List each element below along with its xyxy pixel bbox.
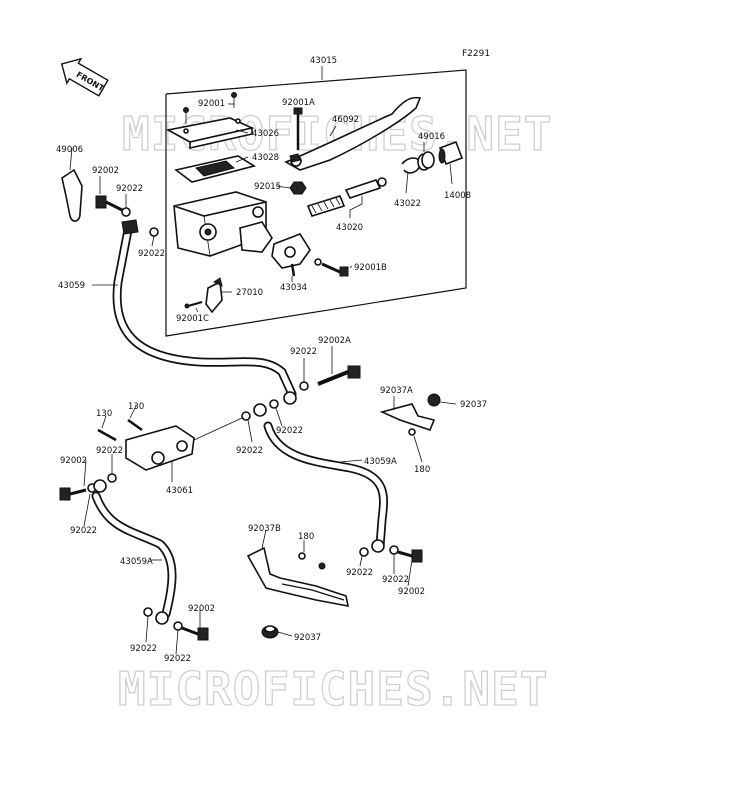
part-number-label: 27010 [236, 288, 263, 298]
part-number-label: 92022 [96, 446, 123, 456]
part-number-label: 92022 [70, 526, 97, 536]
watermark-bottom: MICROFICHES.NET [118, 662, 548, 716]
part-number-label: 43022 [394, 199, 421, 209]
master-cylinder-body [173, 191, 273, 257]
part-number-label: 49006 [56, 145, 83, 155]
part-number-label: 43028 [252, 153, 279, 163]
part-number-label: 180 [298, 532, 314, 542]
brake-switch [205, 277, 223, 314]
washer-92022-c [241, 411, 251, 421]
part-number-label: 14008 [444, 191, 471, 201]
part-number-label: 92002 [92, 166, 119, 176]
part-number-label: 43059A [120, 557, 153, 567]
brake-hose-main [112, 219, 297, 399]
part-number-label: 180 [414, 465, 430, 475]
part-number-label: 92037 [460, 400, 487, 410]
hose-fitting-left [93, 479, 107, 493]
part-number-label: 92002 [188, 604, 215, 614]
washer-upper-left [121, 207, 131, 217]
part-number-label: 92037A [380, 386, 413, 396]
part-number-label: 92002A [318, 336, 351, 346]
part-number-label: 92001 [198, 99, 225, 109]
part-number-label: 92037 [294, 633, 321, 643]
part-number-label: 92022 [116, 184, 143, 194]
handlebar-clamp [271, 233, 311, 277]
cap-screws [183, 92, 237, 124]
washer-92022-e [389, 545, 399, 555]
part-number-label: 130 [96, 409, 112, 419]
brake-hose-left [91, 491, 177, 619]
part-number-label: 92037B [248, 524, 281, 534]
part-labels: 92001 92001A 46092 43026 43028 49016 92015 4302… [56, 98, 487, 664]
grommet-92037-lower [261, 625, 279, 639]
part-number-label: 43059 [58, 281, 85, 291]
washer-92022-g [107, 473, 117, 483]
brake-lever [284, 96, 422, 171]
part-number-label: 92022 [382, 575, 409, 585]
part-number-label: 43020 [336, 223, 363, 233]
part-number-label: 92022 [236, 446, 263, 456]
part-number-label: 92015 [254, 182, 281, 192]
part-number-label: 92001A [282, 98, 315, 108]
three-way-joint [97, 418, 195, 471]
switch-screw [184, 301, 203, 309]
part-number-label: 92022 [276, 426, 303, 436]
clamp-bolt [314, 258, 349, 277]
bracket-92037b [246, 546, 350, 608]
bleeder-cap [61, 168, 83, 222]
part-number-label: 43026 [252, 129, 279, 139]
hose-fitting-mid [253, 403, 267, 417]
part-number-label: 92022 [138, 249, 165, 259]
piston-assembly [306, 177, 387, 217]
reservoir-cap [165, 117, 255, 150]
washer-92022-i [173, 621, 183, 631]
pivot-nut [289, 181, 307, 195]
part-number-label: 92002 [398, 587, 425, 597]
washer-92022-a [299, 381, 309, 391]
part-number-label: 92022 [346, 568, 373, 578]
group-frame [165, 69, 467, 337]
part-number-label: 46092 [332, 115, 359, 125]
retainer-clip [401, 157, 421, 174]
hose-fitting-low-right [371, 539, 385, 553]
boot [438, 140, 464, 166]
bracket-92037a [379, 393, 441, 436]
hose-fitting-bottom [155, 611, 169, 625]
washer-92022-h [143, 607, 153, 617]
part-number-label: 92022 [130, 644, 157, 654]
part-number-label: 92002 [60, 456, 87, 466]
banjo-bolt-bottom [181, 626, 209, 641]
front-arrow-icon: FRONT [60, 57, 109, 97]
group-label: 43015 [310, 56, 337, 66]
hose-fitting-upper [283, 391, 297, 405]
leader-lines [69, 103, 457, 655]
part-number-label: 92022 [290, 347, 317, 357]
part-number-label: 92001C [176, 314, 209, 324]
banjo-bolt-upper [95, 195, 123, 212]
banjo-bolt-left [59, 487, 87, 501]
part-number-label: 92001B [354, 263, 387, 273]
brake-hose-right [263, 421, 389, 551]
washer-upper-right [149, 227, 159, 237]
part-number-label: 43059A [364, 457, 397, 467]
part-number-label: 49016 [418, 132, 445, 142]
washer-92022-b [269, 399, 279, 409]
part-number-label: 92022 [164, 654, 191, 664]
part-number-label: 43061 [166, 486, 193, 496]
part-number-label: 43034 [280, 283, 307, 293]
part-number-label: 130 [128, 402, 144, 412]
dust-seal [417, 151, 435, 171]
diaphragm [174, 155, 257, 183]
figure-code: F2291 [462, 49, 490, 59]
banjo-bolt-92002a [317, 365, 361, 386]
banjo-bolt-lower-right [397, 549, 423, 563]
washer-92022-d [359, 547, 369, 557]
